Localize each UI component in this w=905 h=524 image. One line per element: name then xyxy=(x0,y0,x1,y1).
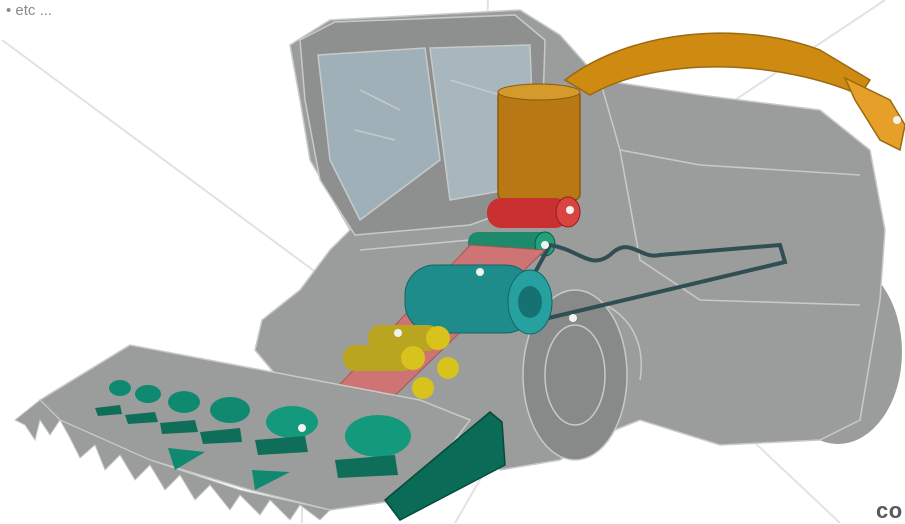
feed-rollers xyxy=(343,325,459,399)
cab xyxy=(299,14,546,236)
spout xyxy=(497,32,905,201)
belt xyxy=(517,242,788,323)
cab-windshield xyxy=(317,47,441,222)
front-wheel xyxy=(522,289,628,461)
callout-point-marker xyxy=(569,314,577,322)
corner-label: co xyxy=(876,498,903,523)
bullet-note: • etc ... xyxy=(6,2,53,19)
cutter-drum xyxy=(404,264,553,335)
callout-point-marker xyxy=(893,116,901,124)
callout-point-marker xyxy=(541,241,549,249)
callout-point-marker xyxy=(476,268,484,276)
callout-point-marker xyxy=(566,206,574,214)
callout-point-marker xyxy=(298,424,306,432)
callout-markers xyxy=(298,116,901,432)
red-roller xyxy=(487,196,581,228)
callout-point-marker xyxy=(394,329,402,337)
